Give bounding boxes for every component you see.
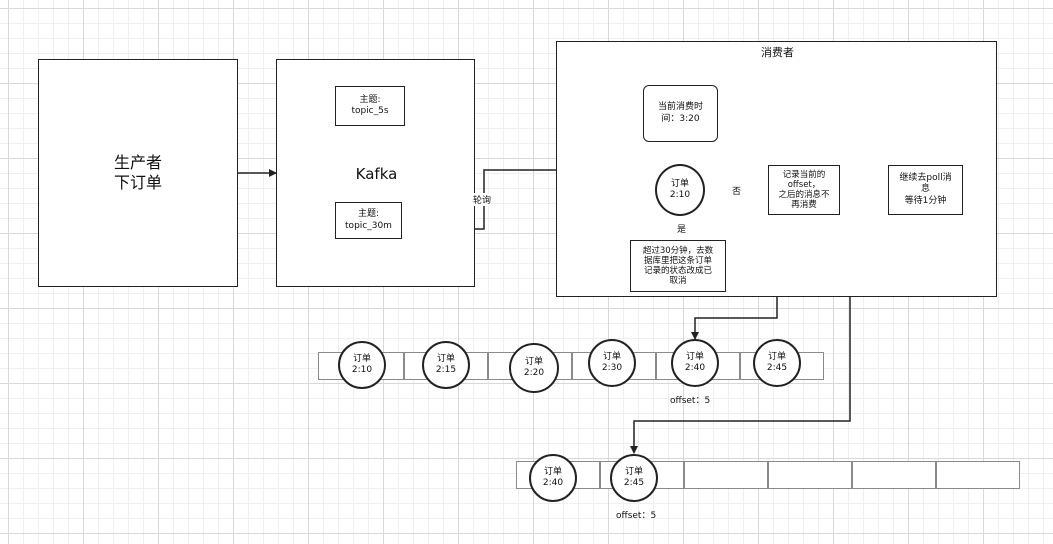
timeout-action-label: 超过30分钟，去数 据库里把这条订单 记录的状态改成已 取消: [642, 245, 714, 287]
queue-2-order: 订单 2:40: [529, 454, 577, 502]
queue-1-order-label: 订单 2:10: [351, 353, 373, 375]
timeout-action-box: 超过30分钟，去数 据库里把这条订单 记录的状态改成已 取消: [630, 240, 726, 292]
queue-2-cell: [852, 461, 936, 489]
producer-label: 生产者 下订单: [113, 153, 162, 192]
queue-1-order: 订单 2:45: [753, 339, 801, 387]
topic-30m-label: 主题: topic_30m: [345, 209, 392, 231]
consumer-title: 消费者: [761, 46, 794, 59]
order-decision-label: 订单 2:10: [669, 178, 691, 200]
order-decision-circle: 订单 2:10: [655, 164, 705, 216]
queue-1-order: 订单 2:15: [422, 341, 470, 389]
queue-1-order-label: 订单 2:45: [766, 351, 788, 373]
producer-box: 生产者 下订单: [38, 59, 238, 287]
queue-1-order: 订单 2:30: [588, 339, 636, 387]
kafka-label: Kafka: [355, 165, 398, 183]
continue-poll-box: 继续去poll消 息 等待1分钟: [888, 165, 963, 215]
queue-2-offset-label: offset：5: [616, 511, 657, 521]
queue-2-cell: [936, 461, 1020, 489]
consumer-to-queue2-arrow: [630, 296, 851, 454]
queue-1-order-label: 订单 2:20: [523, 356, 545, 378]
continue-poll-label: 继续去poll消 息 等待1分钟: [899, 173, 952, 206]
poll-label: 轮询: [472, 193, 493, 206]
queue-2-cell: [768, 461, 852, 489]
queue-2-order-label: 订单 2:40: [542, 466, 564, 488]
queue-1-order: 订单 2:10: [338, 341, 386, 389]
topic-5s-label: 主题: topic_5s: [351, 94, 389, 116]
queue-1-order-label: 订单 2:30: [601, 351, 623, 373]
queue-1-order-label: 订单 2:40: [684, 351, 706, 373]
topic-5s-box: 主题: topic_5s: [335, 86, 405, 126]
queue-1-order: 订单 2:20: [509, 343, 559, 393]
queue-2-cell: [684, 461, 768, 489]
record-offset-box: 记录当前的 offset， 之后的消息不 再消费: [768, 165, 840, 215]
queue-2-order: 订单 2:45: [610, 454, 658, 502]
topic-30m-box: 主题: topic_30m: [335, 202, 402, 239]
current-time-box: 当前消费时 间：3:20: [643, 85, 718, 142]
queue-1-offset-label: offset：5: [670, 396, 711, 406]
queue-1-order: 订单 2:40: [671, 339, 719, 387]
current-time-label: 当前消费时 间：3:20: [657, 102, 703, 124]
decision-no-label: 否: [731, 184, 743, 197]
record-offset-label: 记录当前的 offset， 之后的消息不 再消费: [778, 169, 830, 211]
queue-2-order-label: 订单 2:45: [623, 466, 645, 488]
decision-yes-label: 是: [676, 222, 688, 235]
queue-1-order-label: 订单 2:15: [435, 353, 457, 375]
consumer-to-queue1-arrow: [691, 296, 778, 340]
